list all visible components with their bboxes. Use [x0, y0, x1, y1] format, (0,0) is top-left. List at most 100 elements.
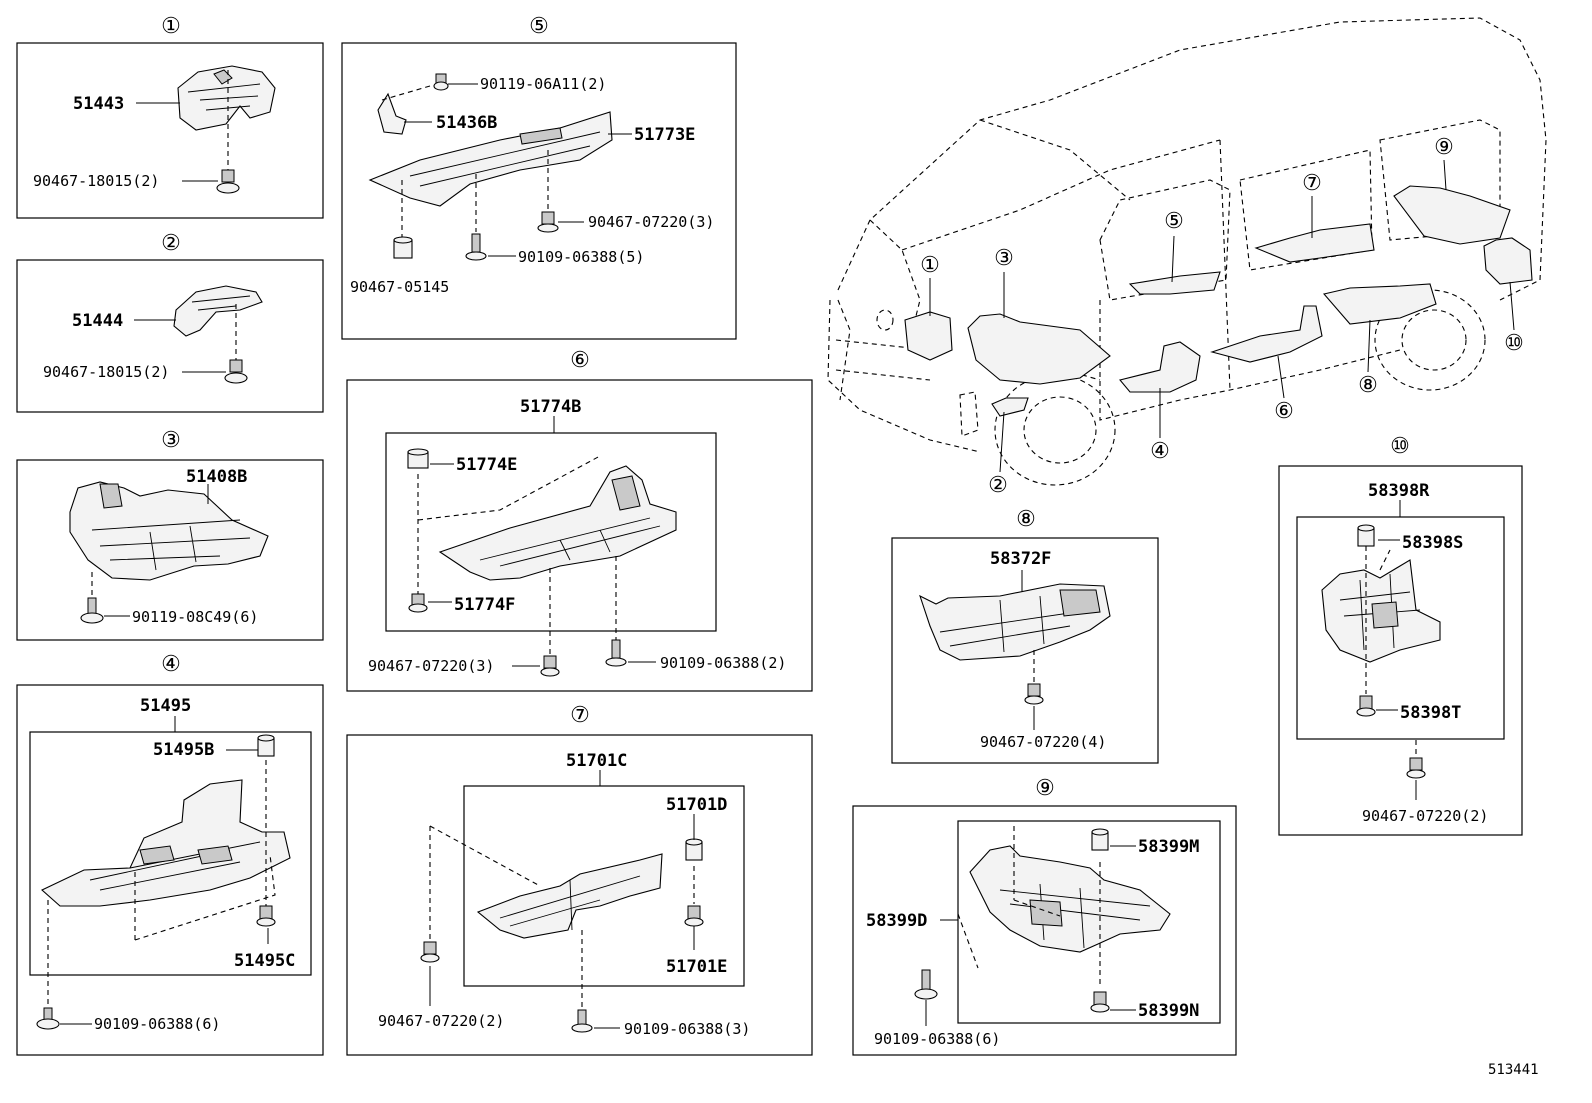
- vehicle-callout-3: ③: [994, 246, 1014, 271]
- part-51774E-label: 51774E: [456, 455, 517, 475]
- rear-side-cover-part: [1321, 559, 1441, 663]
- part-90109-06388-label: 90109-06388(6): [94, 1015, 220, 1033]
- section-8: ⑧ 58372F 90467-07220(4): [891, 507, 1159, 764]
- section-5: ⑤ 90119-06A11(2) 51436B: [341, 14, 737, 340]
- diagram-id: 513441: [1488, 1062, 1539, 1078]
- section-7-inner-frame: [463, 785, 745, 987]
- engine-under-cover-part: [69, 481, 269, 581]
- part-51701D-label: 51701D: [666, 795, 727, 815]
- section-9-frame: [852, 805, 1237, 1056]
- section-2-number: ②: [161, 231, 181, 256]
- clip-icon: [1091, 828, 1109, 851]
- section-10: ⑩ 58398R 58398S 58398T 90467-07220(2): [1278, 434, 1523, 836]
- bolt-icon: [433, 73, 449, 91]
- section-4-inner-frame: [29, 731, 312, 976]
- bolt-icon: [80, 597, 104, 624]
- section-4-frame: [16, 684, 324, 1056]
- vehicle-callout-6: ⑥: [1274, 399, 1294, 424]
- rear-tank-cover-part: [969, 845, 1171, 953]
- section-1-frame: [16, 42, 324, 219]
- bolt-icon: [465, 233, 487, 261]
- part-51773E-label: 51773E: [634, 125, 695, 145]
- section-7-number: ⑦: [570, 703, 590, 728]
- part-90467-07220-label: 90467-07220(3): [368, 657, 494, 675]
- clip-icon: [540, 655, 560, 677]
- part-58399M-label: 58399M: [1138, 837, 1199, 857]
- vehicle-callout-9: ⑨: [1434, 135, 1454, 160]
- clip-icon: [1356, 695, 1376, 717]
- side-cover-part: [41, 779, 291, 907]
- bolt-icon: [605, 639, 627, 667]
- part-58398R-label: 58398R: [1368, 481, 1430, 501]
- section-10-number: ⑩: [1390, 434, 1410, 459]
- part-58399N-label: 58399N: [1138, 1001, 1199, 1021]
- clip-icon: [537, 211, 559, 233]
- clip-icon: [224, 359, 248, 384]
- section-10-frame: [1278, 465, 1523, 836]
- clip-icon: [684, 905, 704, 927]
- section-6-inner-frame: [385, 432, 717, 632]
- part-58398S-label: 58398S: [1402, 533, 1463, 553]
- part-51444-label: 51444: [72, 311, 123, 331]
- section-8-number: ⑧: [1016, 507, 1036, 532]
- vehicle-callout-7: ⑦: [1302, 171, 1322, 196]
- part-51495B-label: 51495B: [153, 740, 214, 760]
- part-51701E-label: 51701E: [666, 957, 727, 977]
- part-51408B-label: 51408B: [186, 467, 247, 487]
- clip-icon: [1090, 991, 1110, 1013]
- bolt-icon: [914, 969, 938, 1000]
- section-6-number: ⑥: [570, 348, 590, 373]
- bolt-icon: [36, 1007, 60, 1030]
- section-8-frame: [891, 537, 1159, 764]
- section-6: ⑥ 51774B 51774E 51774F: [346, 348, 813, 692]
- section-7-frame: [346, 734, 813, 1056]
- clip-icon: [1024, 683, 1044, 705]
- bracket-part: [377, 92, 407, 135]
- part-51436B-label: 51436B: [436, 113, 497, 133]
- clip-icon: [1406, 757, 1426, 779]
- clip-icon: [420, 941, 440, 963]
- vehicle-callout-1: ①: [920, 253, 940, 278]
- bolt-icon: [571, 1009, 593, 1033]
- section-5-number: ⑤: [529, 14, 549, 39]
- part-51495C-label: 51495C: [234, 951, 295, 971]
- part-90109-06388-label: 90109-06388(2): [660, 654, 786, 672]
- clip-icon: [1357, 524, 1375, 547]
- section-7: ⑦ 51701C 51701D 51701E 90467-: [346, 703, 813, 1056]
- part-90109-06388-label: 90109-06388(6): [874, 1030, 1000, 1048]
- section-4-number: ④: [161, 652, 181, 677]
- section-1-number: ①: [161, 14, 181, 39]
- section-6-frame: [346, 379, 813, 692]
- grommet-icon: [393, 236, 413, 259]
- vehicle-overview: ① ③ ② ④ ⑤ ⑥ ⑦ ⑧ ⑨ ⑩: [827, 17, 1547, 498]
- clip-icon: [685, 838, 703, 861]
- part-51701C-label: 51701C: [566, 751, 627, 771]
- section-1: ① 51443 90467-18015(2): [16, 14, 324, 219]
- clip-icon: [407, 448, 429, 469]
- part-90467-05145-label: 90467-05145: [350, 278, 449, 296]
- vehicle-callout-5: ⑤: [1164, 209, 1184, 234]
- part-51443-label: 51443: [73, 94, 124, 114]
- section-9-inner-frame: [957, 820, 1221, 1024]
- part-58399D-label: 58399D: [866, 911, 927, 931]
- section-3-number: ③: [161, 428, 181, 453]
- clip-icon: [216, 169, 240, 194]
- part-90109-06388-label: 90109-06388(5): [518, 248, 644, 266]
- vehicle-callout-8: ⑧: [1358, 373, 1378, 398]
- section-3-frame: [16, 459, 324, 641]
- floor-under-cover-part: [438, 465, 677, 581]
- part-90109-06388-label: 90109-06388(3): [624, 1020, 750, 1038]
- clip-icon: [256, 905, 276, 927]
- clip-icon: [408, 593, 428, 613]
- vehicle-callout-4: ④: [1150, 439, 1170, 464]
- fuel-tank-cover-part: [919, 583, 1111, 661]
- part-58398T-label: 58398T: [1400, 703, 1461, 723]
- section-2-frame: [16, 259, 324, 413]
- section-9: ⑨ 58399M 58399D 58399N 90109-06388(6): [852, 776, 1237, 1056]
- part-51774B-label: 51774B: [520, 397, 581, 417]
- part-58372F-label: 58372F: [990, 549, 1051, 569]
- splash-shield-part: [173, 285, 263, 337]
- clip-icon: [257, 734, 275, 757]
- vehicle-callout-10: ⑩: [1504, 331, 1524, 356]
